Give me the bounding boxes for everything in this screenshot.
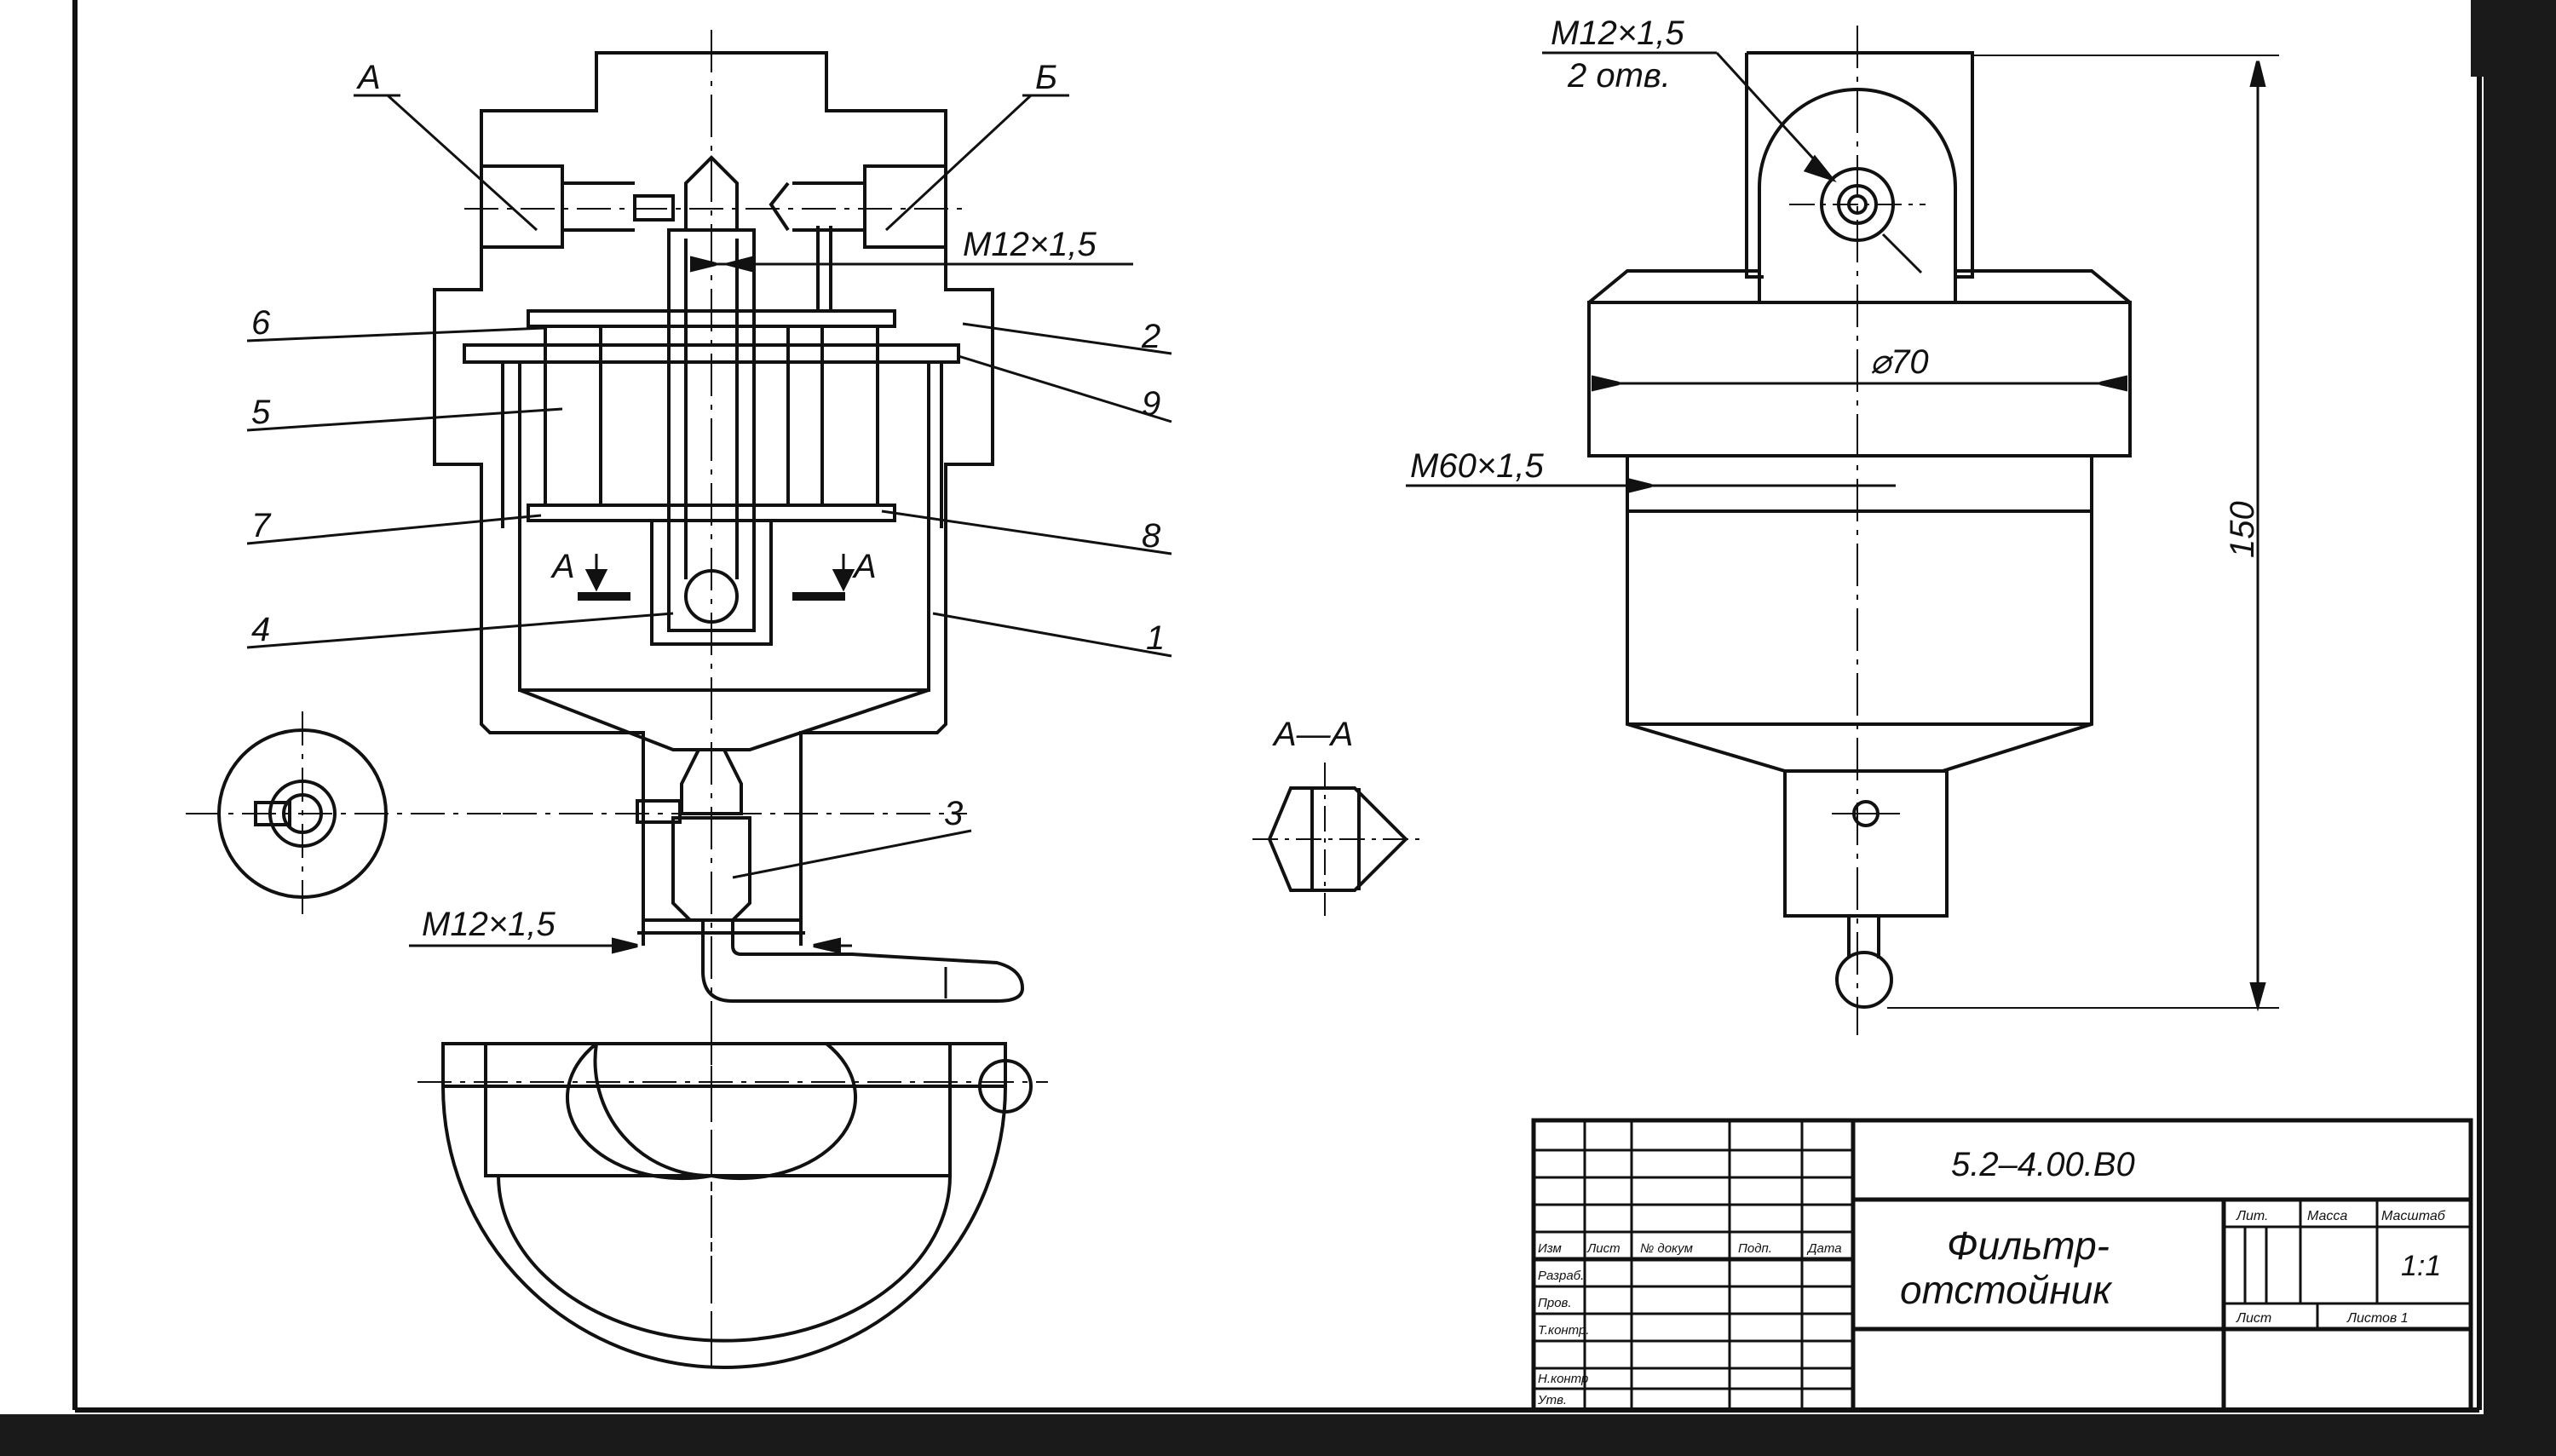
label-diameter-70: ⌀70 <box>1870 343 1929 381</box>
scale-value: 1:1 <box>2401 1250 2441 1282</box>
label-height-150: 150 <box>2224 501 2261 558</box>
label-section-a: А <box>356 59 381 96</box>
col-izm: Изм <box>1538 1241 1562 1256</box>
callout-1: 1 <box>1146 619 1165 657</box>
central-rod <box>667 228 756 632</box>
sheet-label: Лист <box>2236 1311 2271 1326</box>
drawing-labels: А Б М12×1,5 6 5 7 4 2 9 8 1 3 А А М12×1,… <box>251 14 2261 943</box>
leader-lines <box>246 94 1172 879</box>
header-mass: Масса <box>2307 1209 2347 1223</box>
label-thread-m60: М60×1,5 <box>1410 447 1545 485</box>
row-prov: Пров. <box>1538 1296 1572 1310</box>
drawing-code: 5.2–4.00.В0 <box>1951 1146 2135 1183</box>
drawing-title-line1: Фильтр- <box>1947 1223 2110 1268</box>
col-list: Лист <box>1586 1241 1621 1256</box>
col-date: Дата <box>1806 1241 1842 1256</box>
header-scale: Масштаб <box>2381 1209 2446 1223</box>
col-doc: № докум <box>1640 1241 1693 1256</box>
front-section-view <box>409 30 1133 1372</box>
callout-6: 6 <box>251 304 271 342</box>
row-tkontr: Т.контр. <box>1538 1323 1590 1338</box>
callout-2: 2 <box>1141 318 1160 355</box>
side-view <box>1406 26 2279 1035</box>
title-block-text: 5.2–4.00.В0 Фильтр- отстойник Изм Лист №… <box>1537 1146 2446 1407</box>
callout-5: 5 <box>251 394 271 431</box>
label-thread-bottom-left: М12×1,5 <box>422 906 556 943</box>
section-aa-view <box>1252 763 1423 916</box>
callout-9: 9 <box>1142 385 1160 423</box>
callout-3: 3 <box>944 795 963 832</box>
settling-bowl <box>518 362 930 692</box>
col-sign: Подп. <box>1738 1241 1772 1256</box>
label-thread-top-left: М12×1,5 <box>963 226 1097 263</box>
drain-handle <box>701 920 1025 1003</box>
body-d70 <box>1587 301 2132 458</box>
title-block <box>1531 1118 2473 1413</box>
row-utv: Утв. <box>1537 1393 1567 1407</box>
label-cut-a-left: А <box>550 548 575 585</box>
sheets-count: Листов 1 <box>2346 1311 2409 1326</box>
callout-7: 7 <box>251 507 272 544</box>
label-holes: 2 отв. <box>1567 57 1671 95</box>
callout-4: 4 <box>251 611 270 648</box>
row-nkontr: Н.контр <box>1538 1372 1588 1386</box>
drawing-title-line2: отстойник <box>1900 1268 2113 1312</box>
label-section-aa: А—А <box>1272 716 1353 753</box>
port-b <box>863 164 947 249</box>
bottom-half-view <box>417 1031 1048 1369</box>
row-razrab: Разраб. <box>1538 1269 1584 1283</box>
callout-8: 8 <box>1142 517 1161 555</box>
label-section-b: Б <box>1035 59 1057 96</box>
top-detail-view <box>186 711 967 916</box>
header-lit: Лит. <box>2236 1209 2268 1223</box>
label-cut-a-right: А <box>852 548 877 585</box>
port-a <box>480 164 564 249</box>
label-thread-top-right: М12×1,5 <box>1551 14 1685 52</box>
